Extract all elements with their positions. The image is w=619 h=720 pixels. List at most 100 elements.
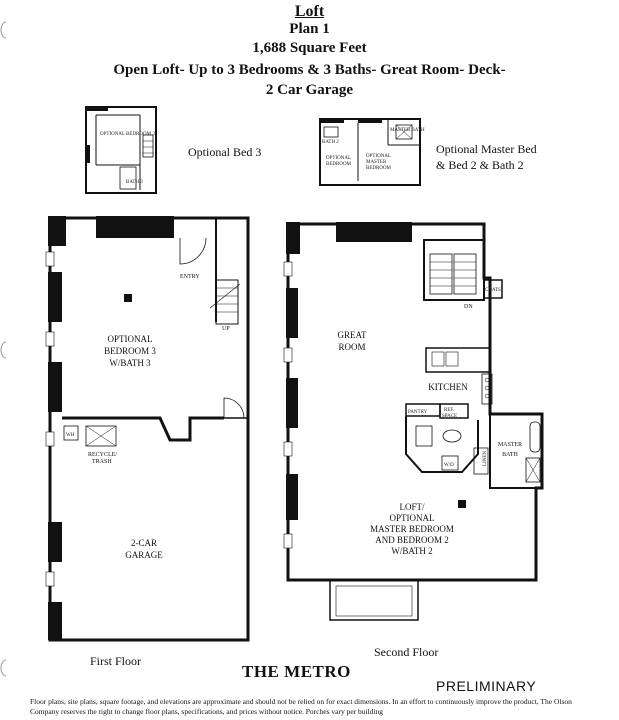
ff-bed3-line3: W/BATH 3 — [109, 358, 151, 368]
thumb2-tub — [323, 126, 339, 138]
first-floor-plan: ENTRY UP OPTIONAL BEDROOM 3 W/BATH 3 WH … — [45, 216, 250, 642]
ff-wall-block — [48, 522, 62, 562]
ff-column — [124, 294, 132, 302]
ff-window — [45, 571, 55, 587]
punch-hole-middle — [0, 341, 7, 359]
plan-description: Open Loft- Up to 3 Bedrooms & 3 Baths- G… — [113, 62, 506, 78]
sf-ref-line2: SPACE — [442, 414, 457, 419]
sf-loft-line3: MASTER BEDROOM — [370, 524, 454, 534]
ff-recycle-line2: TRASH — [92, 459, 112, 465]
optional-bed3-thumbnail: OPTIONAL BEDROOM 3 BATH 3 — [85, 106, 157, 194]
punch-hole-bottom — [0, 659, 7, 677]
sf-coat-closet — [483, 279, 503, 299]
ff-entry-label: ENTRY — [180, 274, 200, 280]
sf-sink — [445, 351, 459, 367]
thumb2-wall-seg — [320, 119, 344, 123]
sf-ref-space — [439, 403, 469, 419]
sf-tub — [529, 421, 541, 453]
sf-wall-block — [286, 288, 298, 338]
sf-wall-block — [286, 378, 298, 428]
sf-shower — [525, 457, 541, 483]
sf-loft-line4: AND BEDROOM 2 — [375, 535, 449, 545]
ff-garage-line1: 2-CAR — [131, 538, 157, 548]
preliminary-stamp: PRELIMINARY — [436, 678, 537, 694]
sf-sink — [431, 351, 445, 367]
sf-wd-label: W/D — [444, 463, 454, 468]
sf-master-bath-line2: BATH — [502, 452, 518, 458]
sf-master-bath — [489, 413, 543, 489]
ff-outer-wall — [48, 216, 250, 642]
ff-wall-block — [48, 216, 66, 246]
ff-entry-door — [179, 237, 207, 265]
optional-master-label: Optional Master Bed & Bed 2 & Bath 2 — [436, 141, 537, 173]
thumb2-wall-seg — [358, 119, 382, 123]
sf-window — [283, 533, 293, 549]
ff-garage-line2: GARAGE — [125, 550, 163, 560]
thumb2-opt-master-1: OPTIONAL — [366, 154, 391, 159]
sf-kitchen-counter — [425, 347, 491, 373]
sf-stair — [429, 253, 453, 295]
optional-master-label-line2: & Bed 2 & Bath 2 — [436, 158, 524, 172]
ff-garage-door — [223, 397, 245, 419]
thumb2-opt-master-2: MASTER — [366, 160, 387, 165]
optional-bed3-label: Optional Bed 3 — [188, 145, 262, 159]
ff-up-label: UP — [222, 326, 230, 332]
second-floor-label: Second Floor — [374, 645, 439, 659]
thumb2-master-bath: MASTER BATH — [390, 128, 425, 133]
ff-window — [45, 251, 55, 267]
thumb2-opt-bedroom-1: OPTIONAL — [326, 156, 351, 161]
thumb2-bath2: BATH 2 — [322, 140, 339, 145]
sf-pantry-label: PANTRY — [408, 410, 428, 415]
thumb-bed3-label: OPTIONAL BEDROOM 3 — [100, 132, 155, 137]
sf-linen-label: LINEN — [483, 451, 488, 466]
thumb-wall-seg — [86, 145, 90, 163]
thumb-wall-seg — [86, 107, 108, 111]
thumb2-opt-bedroom-2: BEDROOM — [326, 162, 352, 167]
sf-window — [283, 261, 293, 277]
second-floor-plan: GREAT ROOM KITCHEN DN COATS PANTRY REF. … — [283, 222, 544, 621]
plan-number: Plan 1 — [289, 21, 330, 37]
sf-ref-line1: REF. — [444, 408, 454, 413]
sf-great-line2: ROOM — [338, 342, 365, 352]
punch-hole-top — [0, 21, 7, 39]
sf-wall-block — [286, 474, 298, 520]
sf-loft-line2: OPTIONAL — [390, 513, 435, 523]
sf-window — [283, 347, 293, 363]
plan-title: Loft — [294, 3, 325, 20]
sf-column — [458, 500, 466, 508]
ff-window — [45, 331, 55, 347]
ff-wh-label: WH — [66, 433, 75, 438]
sf-stairwell — [423, 239, 485, 301]
sf-wall-block — [336, 222, 412, 242]
sf-kitchen-label: KITCHEN — [428, 382, 468, 392]
ff-wall-block — [48, 272, 62, 322]
optional-master-thumbnail: OPTIONAL BEDROOM OPTIONAL MASTER BEDROOM… — [319, 118, 425, 186]
sf-great-line1: GREAT — [338, 330, 368, 340]
ff-wall-block — [96, 216, 174, 238]
disclaimer: Floor plans, site plans, square footage,… — [30, 697, 572, 716]
sf-loft-line1: LOFT/ — [399, 502, 425, 512]
sf-coats-label: COATS — [485, 288, 501, 293]
sf-stair — [453, 253, 477, 295]
sf-range — [481, 373, 493, 405]
thumb-stair — [142, 134, 154, 158]
ff-bed3-line1: OPTIONAL — [108, 334, 153, 344]
thumb2-opt-master-3: BEDROOM — [366, 166, 392, 171]
thumb-tub — [119, 166, 137, 190]
binder-holes — [0, 21, 7, 677]
ff-interior-wall — [62, 416, 224, 442]
square-footage: 1,688 Square Feet — [252, 40, 367, 56]
sf-vanity — [415, 425, 433, 447]
ff-bed3-line2: BEDROOM 3 — [104, 346, 156, 356]
thumb-bath3-label: BATH 3 — [126, 180, 143, 185]
first-floor-label: First Floor — [90, 654, 142, 668]
ff-window — [45, 431, 55, 447]
optional-master-label-line1: Optional Master Bed — [436, 142, 537, 156]
ff-wall-block — [48, 602, 62, 640]
ff-stair — [215, 279, 239, 325]
sf-linen — [473, 447, 489, 475]
sf-washer-dryer — [441, 455, 459, 471]
sf-window — [283, 441, 293, 457]
sf-dn-label: DN — [464, 304, 473, 310]
brand-name: THE METRO — [242, 662, 351, 681]
